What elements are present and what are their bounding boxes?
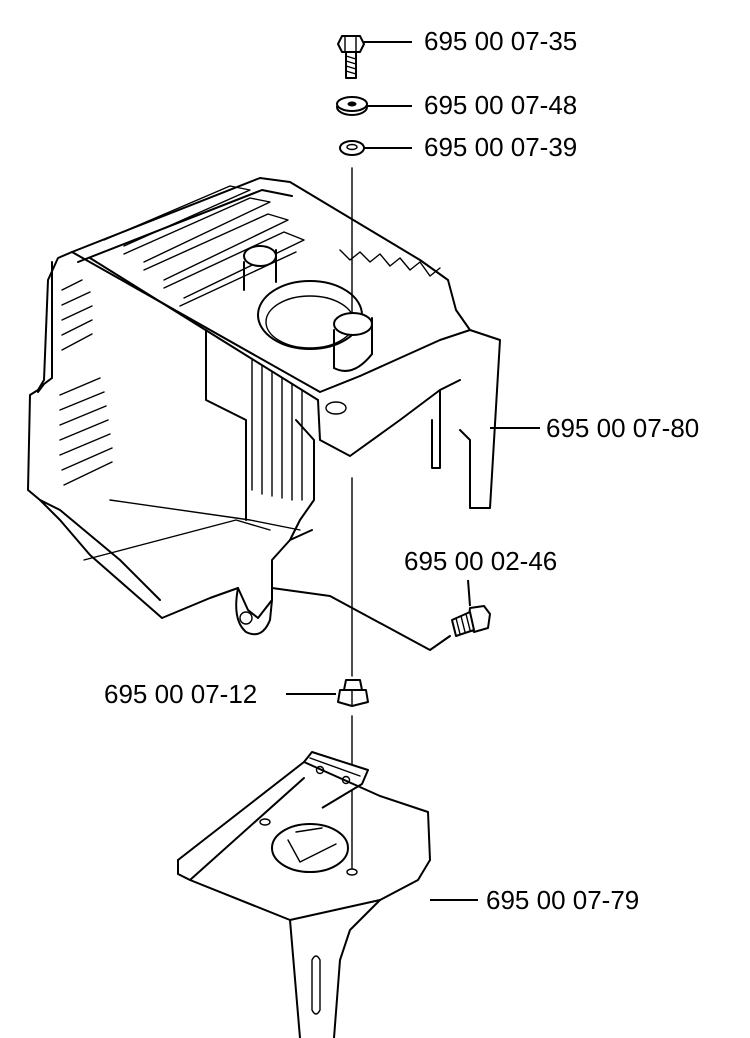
part-number-bracket: 695 00 07-79 — [486, 885, 639, 915]
part-number-cylinder-cover: 695 00 07-80 — [546, 413, 699, 443]
bracket-part — [177, 751, 431, 1038]
nut-part — [337, 679, 369, 707]
bolt-part — [337, 35, 365, 79]
cylinder-cover-part — [27, 177, 501, 651]
screw-part — [451, 605, 491, 637]
washer-small-part — [339, 140, 365, 156]
part-number-washer-large: 695 00 07-48 — [424, 90, 577, 120]
part-number-bolt: 695 00 07-35 — [424, 26, 577, 56]
washer-large-part — [336, 96, 368, 116]
leader-line-screw — [467, 579, 471, 607]
part-number-washer-small: 695 00 07-39 — [424, 132, 577, 162]
part-number-screw: 695 00 02-46 — [404, 546, 557, 576]
part-number-nut: 695 00 07-12 — [104, 679, 257, 709]
